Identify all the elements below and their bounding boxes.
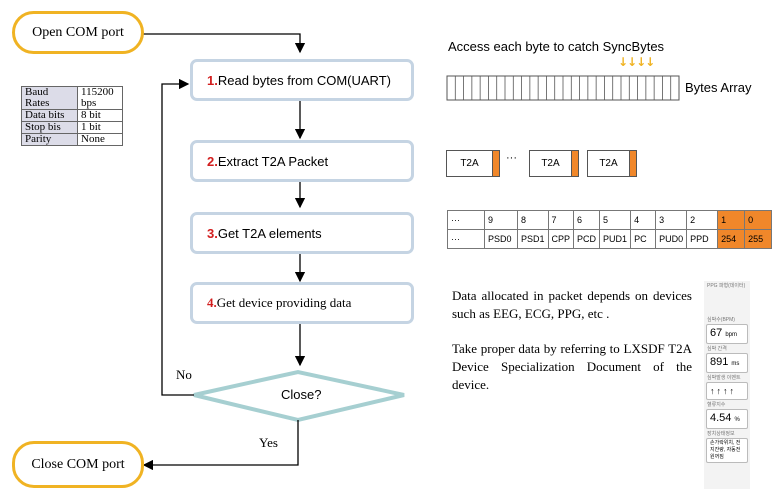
- packet-label: T2A: [541, 158, 560, 169]
- element-name-cell: ···: [447, 229, 485, 249]
- config-key: Data bits: [21, 109, 78, 122]
- interval-value: 891: [710, 356, 729, 368]
- packet-box: T2A: [587, 150, 637, 177]
- phone-caption: 장치상태정보: [707, 431, 735, 437]
- element-index-cell: 1: [717, 210, 746, 230]
- decision-label: Close?: [281, 387, 322, 402]
- step-label: Get T2A elements: [217, 225, 322, 241]
- packet-box: T2A: [529, 150, 579, 177]
- bytes-array-label: Bytes Array: [685, 80, 752, 95]
- arrow-no-loop: [161, 78, 194, 396]
- close-com-port-label: Close COM port: [31, 456, 125, 472]
- element-name-cell: PUD1: [599, 229, 632, 249]
- element-index-cell: 9: [484, 210, 518, 230]
- element-name-cell: 254: [717, 229, 746, 249]
- no-label: No: [176, 367, 192, 382]
- sync-arrows-icon: ↓↓↓↓: [618, 55, 655, 69]
- status-box: 손가락위치, 전지잔량, 자동전원꺼짐: [706, 438, 748, 463]
- element-name-cell: PSD1: [517, 229, 549, 249]
- index-box: 4.54 %: [706, 409, 748, 429]
- element-index-cell: 8: [517, 210, 549, 230]
- open-com-port-terminal: Open COM port: [12, 11, 144, 54]
- element-index-cell: 0: [744, 210, 773, 230]
- step-number: 3.: [207, 225, 218, 241]
- heart-rate-box: 67 bpm: [706, 324, 748, 344]
- step-label: Get device providing data: [216, 295, 352, 310]
- index-value: 4.54: [710, 412, 732, 424]
- interval-box: 891 ms: [706, 353, 748, 373]
- step-extract-packet: 2.Extract T2A Packet: [190, 140, 414, 182]
- element-name-cell: CPP: [547, 229, 575, 249]
- config-key: Baud Rates: [21, 86, 78, 110]
- phone-caption: 혈류지수: [707, 402, 726, 408]
- packet-marker: [492, 151, 499, 176]
- decision-diamond: [193, 369, 405, 423]
- config-value: 8 bit: [77, 109, 123, 122]
- config-value: 115200 bps: [77, 86, 123, 110]
- step-number: 1.: [207, 72, 218, 88]
- packet-marker: [629, 151, 636, 176]
- phone-caption: 심박 간격: [707, 346, 727, 352]
- config-key: Parity: [21, 133, 78, 146]
- element-name-cell: PCD: [573, 229, 601, 249]
- interval-unit: ms: [731, 361, 740, 367]
- element-index-cell: 5: [599, 210, 632, 230]
- element-index-cell: 2: [686, 210, 719, 230]
- element-index-cell: 7: [547, 210, 575, 230]
- element-index-cell: ···: [447, 210, 485, 230]
- bytes-caption: Access each byte to catch SyncBytes: [448, 39, 665, 54]
- element-name-cell: PSD0: [484, 229, 518, 249]
- description-para-1: Data allocated in packet depends on devi…: [452, 288, 692, 321]
- element-name-cell: PPD: [686, 229, 719, 249]
- packet-label: T2A: [460, 158, 479, 169]
- element-index-cell: 4: [630, 210, 657, 230]
- element-name-cell: 255: [744, 229, 773, 249]
- config-value: 1 bit: [77, 121, 123, 134]
- step-number: 2.: [207, 153, 218, 169]
- packet-marker: [571, 151, 578, 176]
- index-unit: %: [734, 417, 740, 423]
- element-index-cell: 6: [573, 210, 601, 230]
- step-number: 4.: [207, 295, 217, 310]
- phone-caption: PPG 파형(데이터): [707, 283, 746, 289]
- beat-events-icon: ↑↑↑↑: [706, 382, 748, 400]
- element-name-cell: PC: [630, 229, 657, 249]
- element-name-cell: PUD0: [655, 229, 688, 249]
- heart-rate-unit: bpm: [725, 332, 737, 338]
- open-com-port-label: Open COM port: [32, 24, 124, 40]
- device-app-screenshot: PPG 파형(데이터) 심박수(BPM) 67 bpm 심박 간격 891 ms…: [704, 281, 750, 489]
- arrow-yes-to-close: [142, 420, 299, 471]
- packet-box: T2A: [446, 150, 500, 177]
- packet-label: T2A: [599, 158, 618, 169]
- heart-rate-value: 67: [710, 327, 723, 339]
- phone-caption: 심박수(BPM): [707, 317, 735, 323]
- phone-caption: 심박발생 이벤트: [707, 375, 741, 381]
- step-label: Extract T2A Packet: [217, 153, 329, 169]
- step-read-bytes: 1.Read bytes from COM(UART): [190, 59, 414, 101]
- step-get-device: 4.Get device providing data: [190, 282, 414, 324]
- description-para-2: Take proper data by referring to LXSDF T…: [452, 341, 692, 392]
- yes-label: Yes: [259, 435, 278, 450]
- step-label: Read bytes from COM(UART): [217, 72, 391, 88]
- close-com-port-terminal: Close COM port: [12, 441, 144, 488]
- bytes-array: [446, 75, 680, 101]
- packet-ellipsis: ···: [506, 152, 517, 164]
- arrow-open-to-read: [142, 33, 306, 54]
- step-get-elements: 3.Get T2A elements: [190, 212, 414, 254]
- config-value: None: [77, 133, 123, 146]
- config-key: Stop bis: [21, 121, 78, 134]
- element-index-cell: 3: [655, 210, 688, 230]
